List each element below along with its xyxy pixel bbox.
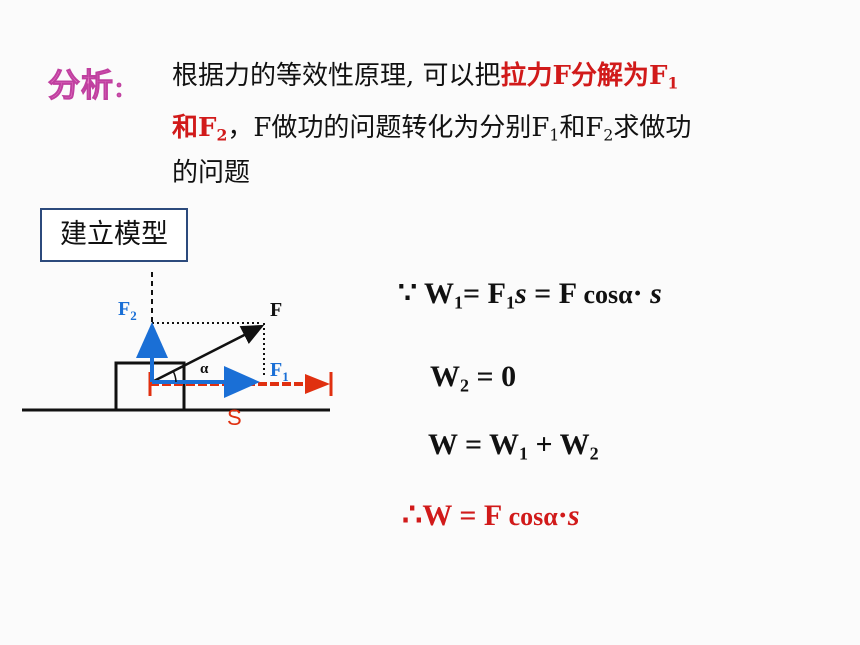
force-diagram: F F2 F1 α S [22, 272, 333, 430]
analysis-line-1: 根据力的等效性原理, 可以把拉力F分解为F1 [172, 58, 678, 94]
equation-2: W2 = 0 [430, 360, 517, 396]
angle-arc [172, 370, 177, 383]
label-F2: F2 [118, 298, 137, 323]
displacement-arrowhead [305, 374, 330, 394]
analysis-highlight-2: 和F2 [172, 113, 228, 145]
label-alpha: α [200, 361, 209, 377]
analysis-line-2: 和F2，F做功的问题转化为分别F1和F2求做功 [172, 113, 692, 145]
analysis-line-3: 的问题 [172, 158, 251, 188]
analysis-label: 分析： [47, 66, 136, 105]
analysis-highlight-1: 拉力F分解为F1 [500, 61, 679, 93]
label-S: S [227, 405, 242, 430]
force-F-arrow [151, 324, 265, 384]
equation-1: ∵ W1= F1s = F cosα· s [398, 277, 662, 313]
analysis-text-1: 根据力的等效性原理, 可以把 [172, 61, 501, 91]
label-F: F [270, 299, 282, 321]
label-F1: F1 [270, 359, 289, 384]
equation-3: W = W1 + W2 [428, 428, 599, 464]
equation-4-result: ∴W = F cosα·s [402, 496, 580, 532]
model-box: 建立模型 [40, 208, 188, 262]
model-box-label: 建立模型 [60, 219, 168, 250]
